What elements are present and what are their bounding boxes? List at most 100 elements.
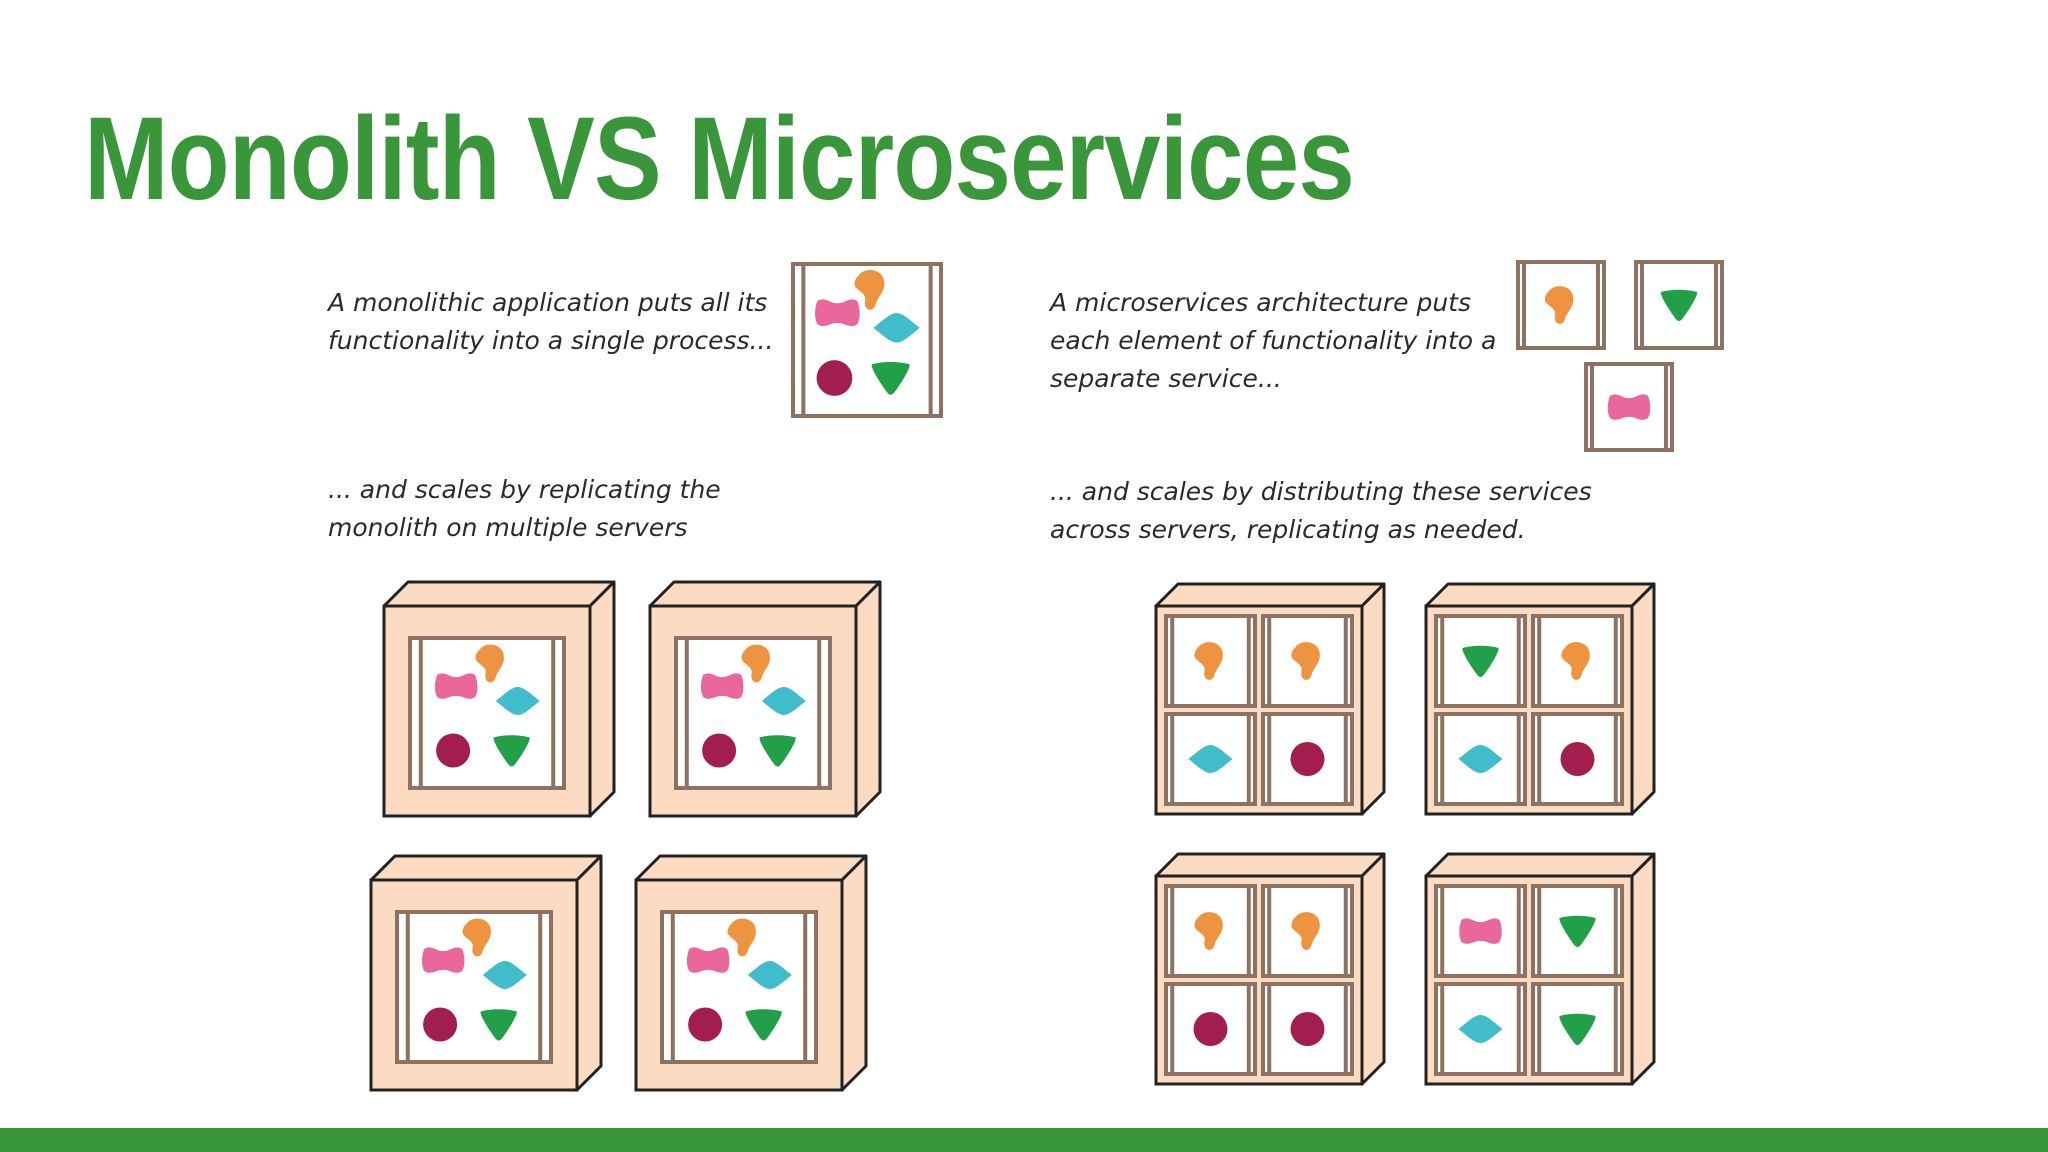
orange-blob-icon — [727, 918, 756, 957]
caption-line: monolith on multiple servers — [328, 513, 688, 542]
server-top-face — [382, 580, 616, 608]
service-box — [1434, 982, 1527, 1076]
monolith-process-box — [674, 636, 832, 790]
caption-line: A monolithic application puts all its — [328, 288, 768, 317]
teal-diamond-icon — [1458, 745, 1503, 773]
microservice-server — [1424, 582, 1656, 816]
crimson-circle-icon — [688, 1007, 723, 1042]
monolith-process-box — [791, 262, 943, 418]
green-triangle-icon — [759, 735, 796, 767]
server-side-face — [1630, 852, 1656, 1086]
service-box — [1261, 712, 1354, 806]
pink-blob-icon — [815, 299, 860, 327]
teal-diamond-icon — [495, 687, 540, 715]
orange-blob-icon — [1544, 286, 1574, 324]
service-box — [1531, 884, 1624, 978]
pink-blob-icon — [700, 673, 744, 699]
teal-diamond-icon — [1188, 745, 1233, 773]
server-top-face — [648, 580, 882, 608]
server-top-face — [634, 854, 868, 882]
service-box — [1531, 982, 1624, 1076]
service-box — [1164, 614, 1257, 708]
teal-diamond-icon — [761, 687, 806, 715]
server-side-face — [588, 580, 616, 818]
green-triangle-icon — [1660, 289, 1698, 321]
orange-blob-icon — [1194, 912, 1223, 950]
monolith-process-box — [660, 910, 818, 1064]
orange-blob-icon — [1291, 912, 1320, 950]
service-box — [1434, 712, 1527, 806]
pink-blob-icon — [686, 947, 730, 973]
monolith-server — [634, 854, 868, 1092]
green-triangle-icon — [1559, 1013, 1596, 1045]
orange-blob-icon — [1194, 642, 1223, 680]
caption-line: ... and scales by distributing these ser… — [1050, 477, 1592, 506]
service-box — [1434, 884, 1527, 978]
orange-blob-icon — [475, 644, 504, 683]
service-box — [1164, 982, 1257, 1076]
caption-line: separate service... — [1050, 364, 1282, 393]
caption-line: ... and scales by replicating the — [328, 475, 721, 504]
pink-blob-icon — [421, 947, 465, 973]
server-side-face — [854, 580, 882, 818]
microservice-server — [1154, 852, 1386, 1086]
service-box — [1261, 884, 1354, 978]
box-outline — [1164, 712, 1257, 806]
orange-blob-icon — [741, 644, 770, 683]
service-box — [1434, 614, 1527, 708]
service-box — [1164, 712, 1257, 806]
service-box — [1164, 884, 1257, 978]
orange-blob-icon — [1291, 642, 1320, 680]
pink-blob-icon — [1607, 394, 1651, 420]
service-box — [1634, 260, 1724, 350]
crimson-circle-icon — [1290, 1012, 1325, 1046]
service-box — [1531, 712, 1624, 806]
crimson-circle-icon — [423, 1007, 458, 1042]
monolith-server — [648, 580, 882, 818]
footer-bar — [0, 1128, 2048, 1152]
service-box — [1261, 614, 1354, 708]
green-triangle-icon — [480, 1009, 517, 1041]
green-triangle-icon — [1559, 915, 1596, 947]
server-side-face — [1360, 582, 1386, 816]
green-triangle-icon — [493, 735, 530, 767]
green-triangle-icon — [745, 1009, 782, 1041]
microservices-scaling-caption: ... and scales by distributing these ser… — [1050, 473, 1592, 549]
monolith-server — [369, 854, 603, 1092]
monolith-process-box — [395, 910, 553, 1064]
green-triangle-icon — [1462, 645, 1499, 677]
caption-line: across servers, replicating as needed. — [1050, 515, 1526, 544]
server-side-face — [1630, 582, 1656, 816]
crimson-circle-icon — [1193, 1012, 1228, 1046]
crimson-circle-icon — [1560, 742, 1595, 776]
microservice-server — [1424, 852, 1656, 1086]
orange-blob-icon — [462, 918, 491, 957]
microservice-server — [1154, 582, 1386, 816]
crimson-circle-icon — [816, 360, 853, 396]
orange-blob-icon — [1561, 642, 1590, 680]
server-side-face — [575, 854, 603, 1092]
server-side-face — [1360, 852, 1386, 1086]
service-box — [1261, 982, 1354, 1076]
monolith-server — [382, 580, 616, 818]
green-triangle-icon — [871, 361, 910, 395]
box-outline — [660, 910, 818, 1064]
crimson-circle-icon — [702, 733, 737, 768]
server-side-face — [840, 854, 868, 1092]
server-top-face — [1424, 582, 1656, 608]
server-top-face — [1154, 582, 1386, 608]
teal-diamond-icon — [482, 961, 527, 989]
caption-line: functionality into a single process... — [328, 326, 774, 355]
box-outline — [1164, 614, 1257, 708]
server-top-face — [369, 854, 603, 882]
teal-diamond-icon — [747, 961, 792, 989]
monolith-intro-caption: A monolithic application puts all its fu… — [328, 284, 773, 360]
orange-blob-icon — [854, 270, 885, 310]
microservices-intro-caption: A microservices architecture puts each e… — [1050, 284, 1496, 398]
pink-blob-icon — [434, 673, 478, 699]
slide-title: Monolith VS Microservices — [84, 93, 1355, 225]
server-top-face — [1424, 852, 1656, 878]
server-top-face — [1154, 852, 1386, 878]
monolith-process-box — [408, 636, 566, 790]
